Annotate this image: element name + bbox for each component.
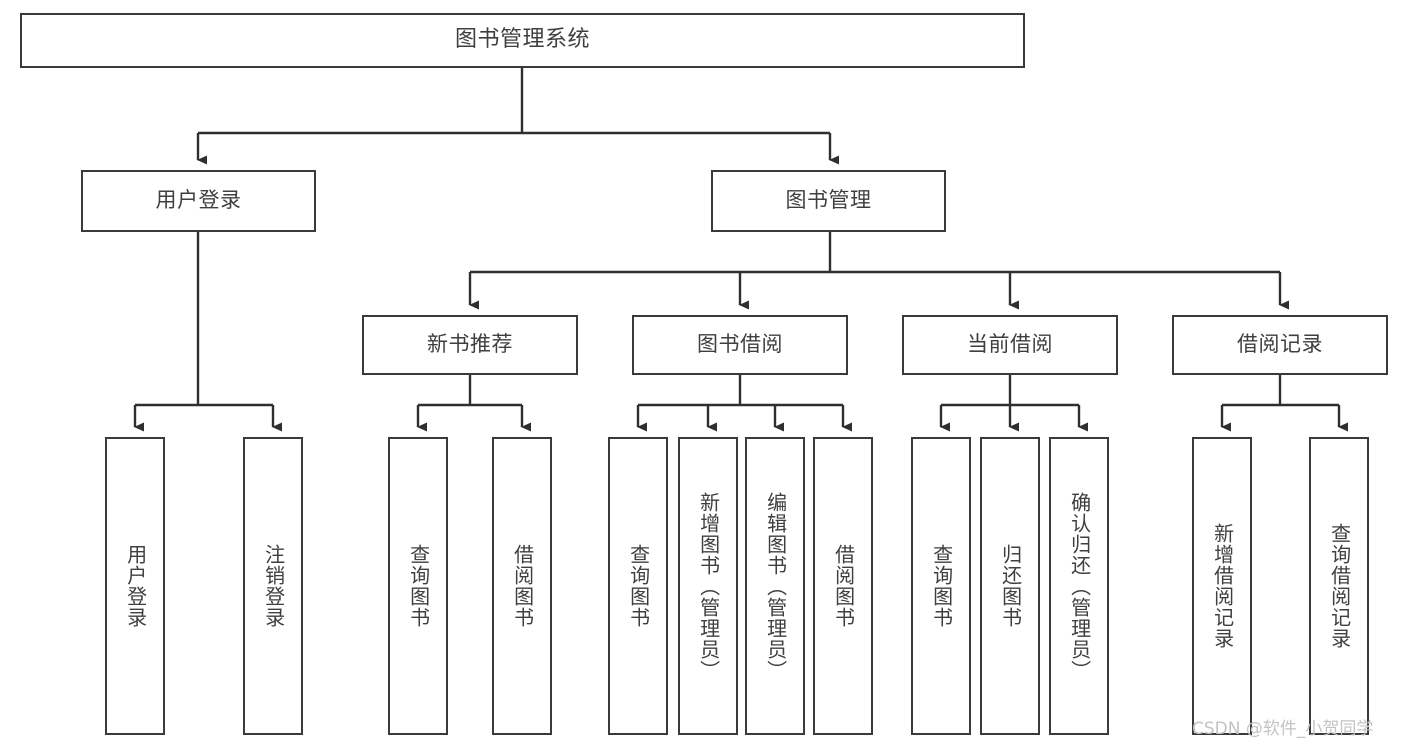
- node-new-book-recommend[interactable]: 新书推荐: [362, 315, 578, 375]
- node-label: 新书推荐: [427, 332, 513, 357]
- leaf-borrow-book[interactable]: 借阅图书: [813, 437, 873, 735]
- leaf-logout[interactable]: 注销登录: [243, 437, 303, 735]
- leaf-query-borrow-record[interactable]: 查询借阅记录: [1309, 437, 1369, 735]
- node-label: 注销登录: [261, 544, 286, 628]
- leaf-confirm-return-admin[interactable]: 确认归还（管理员）: [1049, 437, 1109, 735]
- leaf-query-book-borrow[interactable]: 查询图书: [608, 437, 668, 735]
- leaf-add-borrow-record[interactable]: 新增借阅记录: [1192, 437, 1252, 735]
- node-label: 借阅图书: [510, 544, 535, 628]
- node-label: 新增借阅记录: [1210, 523, 1235, 649]
- node-book-borrow[interactable]: 图书借阅: [632, 315, 848, 375]
- node-label: 查询图书: [929, 544, 954, 628]
- csdn-watermark: CSDN @软件_小贺同学: [1192, 719, 1374, 739]
- node-label: 图书管理: [785, 188, 872, 213]
- leaf-borrow-book-recommend[interactable]: 借阅图书: [492, 437, 552, 735]
- node-label: 确认归还（管理员）: [1067, 491, 1092, 681]
- node-current-borrow[interactable]: 当前借阅: [902, 315, 1118, 375]
- node-label: 编辑图书（管理员）: [763, 491, 788, 681]
- leaf-add-book-admin[interactable]: 新增图书（管理员）: [678, 437, 738, 735]
- leaf-return-book[interactable]: 归还图书: [980, 437, 1040, 735]
- node-label: 用户登录: [155, 188, 242, 213]
- node-user-login[interactable]: 用户登录: [81, 170, 316, 232]
- node-label: 用户登录: [123, 544, 148, 628]
- leaf-query-book-recommend[interactable]: 查询图书: [388, 437, 448, 735]
- node-label: 查询借阅记录: [1327, 523, 1352, 649]
- leaf-user-login[interactable]: 用户登录: [105, 437, 165, 735]
- node-book-management[interactable]: 图书管理: [711, 170, 946, 232]
- node-label: 当前借阅: [967, 332, 1053, 357]
- node-borrow-record[interactable]: 借阅记录: [1172, 315, 1388, 375]
- leaf-query-book-current[interactable]: 查询图书: [911, 437, 971, 735]
- node-label: 查询图书: [626, 544, 651, 628]
- node-root-system[interactable]: 图书管理系统: [20, 13, 1025, 68]
- node-label: 图书借阅: [697, 332, 783, 357]
- node-label: 借阅记录: [1237, 332, 1323, 357]
- node-label: 归还图书: [998, 544, 1023, 628]
- node-label: 新增图书（管理员）: [696, 491, 721, 681]
- leaf-edit-book-admin[interactable]: 编辑图书（管理员）: [745, 437, 805, 735]
- node-label: 借阅图书: [831, 544, 856, 628]
- node-label: 查询图书: [406, 544, 431, 628]
- node-label: 图书管理系统: [454, 27, 590, 53]
